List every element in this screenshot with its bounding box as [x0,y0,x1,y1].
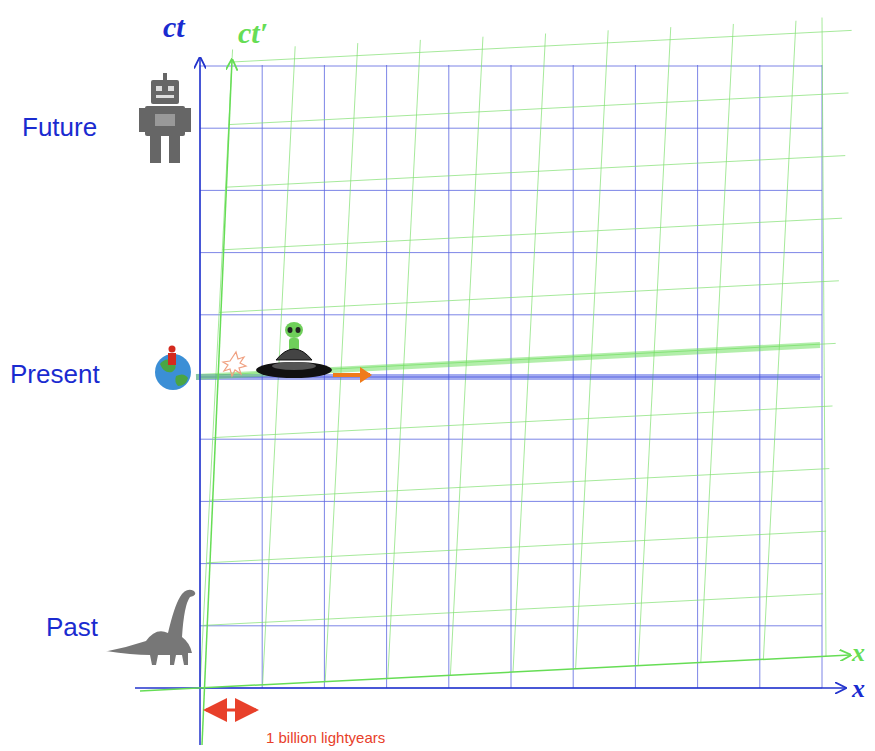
grid-line [822,18,826,657]
scale-arrow [206,709,256,712]
axis-label: ct′ [238,16,268,50]
grid-line [213,406,833,438]
grid-line [229,93,849,125]
grid-line [325,43,358,682]
ct-prime-axis [202,60,232,745]
dinosaur-icon [106,590,195,665]
grid-line [206,531,826,563]
burst-mark [223,352,246,376]
grid-line [200,563,822,564]
grid-line [513,34,546,673]
robot-icon [139,73,191,163]
earth-icon [155,346,191,391]
moving-present-line [196,345,820,377]
grid-line [232,30,852,62]
grid-line [226,156,846,188]
grid-line [388,40,421,679]
grid-line [200,625,822,626]
x-prime-axis [140,655,850,691]
grid-line [200,66,822,67]
axis-label: x [852,674,865,704]
grid-line [200,252,822,253]
grid-line [763,21,796,660]
scale-label: 1 billion lightyears [266,729,385,746]
time-label: Past [46,612,98,643]
ct-axis [199,58,201,745]
time-label: Present [10,359,100,390]
grid-line [701,24,734,663]
axis-label: ct [163,10,185,44]
grid-line [210,469,830,501]
x-axis [135,687,845,689]
grid-line [200,314,822,315]
grid-line [200,128,822,129]
grid-line [200,439,822,440]
grid-line [576,30,609,669]
axis-label: x [852,638,865,668]
velocity-arrowhead [360,367,372,383]
grid-line [450,37,483,676]
alien-ufo-icon [256,322,332,378]
grid-line [203,594,823,626]
grid-line [822,65,823,688]
grid-line [222,218,842,250]
grid-line [219,281,839,313]
moving-grid [200,18,852,688]
grid-line [200,190,822,191]
grid-line [638,27,671,666]
grid-line [200,501,822,502]
time-label: Future [22,112,97,143]
